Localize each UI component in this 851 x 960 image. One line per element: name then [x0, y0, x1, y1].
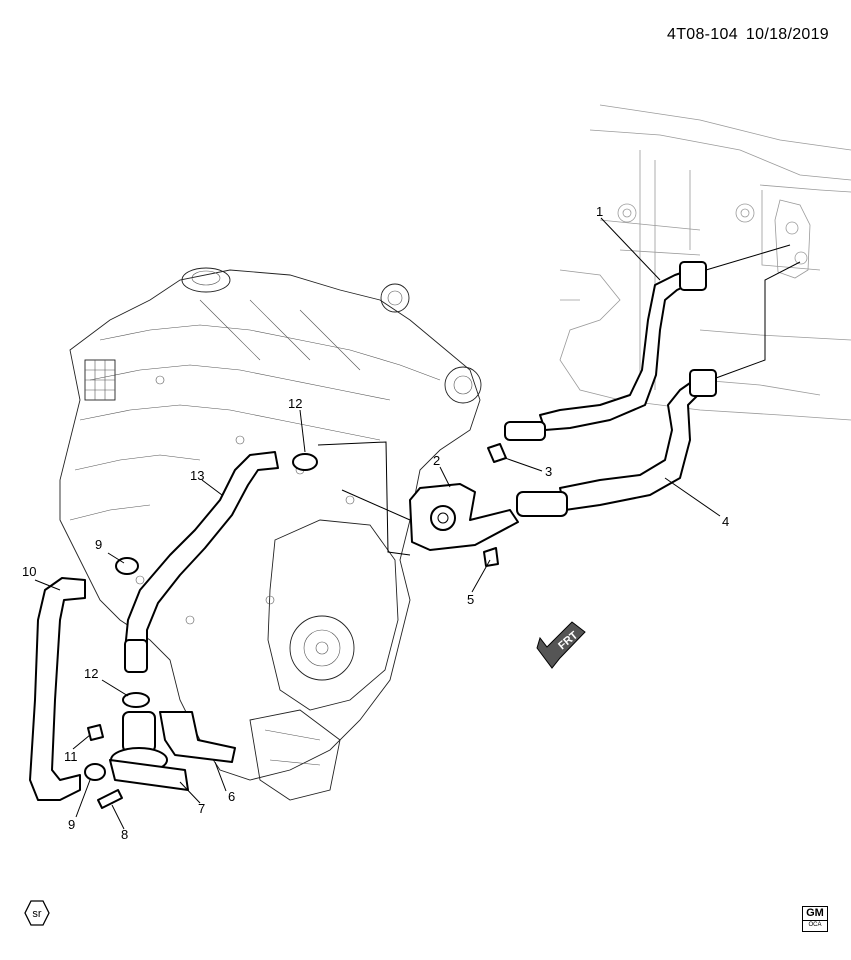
diagram-code: 4T08-104: [667, 26, 738, 43]
housing-bolt: [483, 547, 499, 567]
callout-9-upper: 9: [95, 537, 102, 552]
callout-9-lower: 9: [68, 817, 75, 832]
gm-logo: GM OCA: [802, 906, 828, 932]
bolt-8: [97, 789, 123, 809]
hose-clip: [487, 443, 507, 463]
diagram-date: 10/18/2019: [745, 26, 829, 43]
hose-4-quick-connector: [689, 369, 717, 397]
callout-1: 1: [596, 204, 603, 219]
callout-12-lower: 12: [84, 666, 98, 681]
engine-assembly: [59, 267, 482, 801]
coolant-hose-10: [29, 577, 86, 801]
callout-4: 4: [722, 514, 729, 529]
hose-clamp-9-lower: [84, 763, 106, 781]
callout-13: 13: [190, 468, 204, 483]
hose-clamp-12-lower: [122, 692, 150, 708]
callout-5: 5: [467, 592, 474, 607]
auxiliary-coolant-pump: [109, 711, 189, 791]
sr-badge: sr: [24, 900, 50, 926]
callout-7: 7: [198, 801, 205, 816]
hose-1-end-fitting: [504, 421, 546, 441]
callout-8: 8: [121, 827, 128, 842]
callout-3: 3: [545, 464, 552, 479]
callout-10: 10: [22, 564, 36, 579]
callout-6: 6: [228, 789, 235, 804]
mount-outline: [317, 441, 411, 556]
front-direction-arrow: FRT: [536, 621, 586, 669]
hose-1-quick-connector: [679, 261, 707, 291]
sr-badge-text: sr: [32, 908, 42, 920]
bolt-11: [87, 724, 104, 741]
water-outlet-housing: [409, 483, 519, 551]
pump-bracket: [159, 711, 236, 763]
gm-logo-text: GM: [806, 907, 824, 919]
hose-clamp-12-upper: [292, 453, 318, 471]
coolant-hose-13: [124, 451, 279, 656]
callout-11: 11: [64, 749, 78, 764]
hose-4-end-fitting: [516, 491, 568, 517]
callout-12-upper: 12: [288, 396, 302, 411]
diagram-header: 4T08-104 10/18/2019: [667, 26, 829, 44]
gm-logo-subtext: OCA: [803, 920, 827, 929]
firewall-panel: [559, 104, 851, 421]
hose-13-end: [124, 639, 148, 673]
leader-lines: [34, 217, 721, 830]
callout-2: 2: [433, 453, 440, 468]
